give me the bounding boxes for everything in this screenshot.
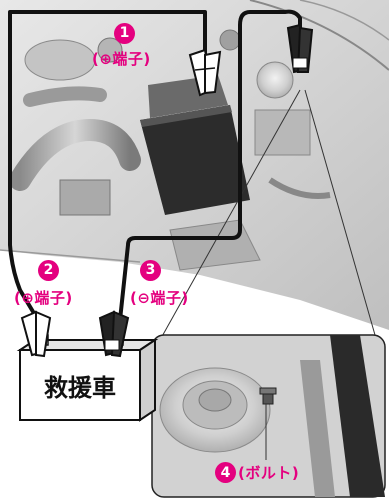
step-3-terminal-text: (⊖端子) xyxy=(130,289,189,307)
step-3-label: 3 xyxy=(140,259,161,281)
battery-label: 救援車 xyxy=(44,374,116,402)
negative-clamp-rescue xyxy=(98,310,130,358)
step-2-number: 2 xyxy=(38,259,59,281)
negative-clamp-vehicle xyxy=(286,23,314,74)
step-1-terminal-text: (⊕端子) xyxy=(92,50,151,68)
bolt-inset-view xyxy=(151,334,386,498)
step-2-terminal-text: (⊕端子) xyxy=(14,289,73,307)
ground-bolt-icon xyxy=(259,387,277,405)
callout-line xyxy=(159,89,301,341)
engine-bay-illustration xyxy=(0,0,389,330)
step-1-label: 1 xyxy=(114,22,135,44)
vehicle-battery xyxy=(140,75,250,215)
step-3-number: 3 xyxy=(140,259,161,281)
positive-clamp-rescue xyxy=(20,310,52,358)
step-1-number: 1 xyxy=(114,22,135,44)
positive-clamp-vehicle xyxy=(188,48,222,97)
callout-line xyxy=(304,89,376,336)
step-4-number: 4 xyxy=(215,462,236,483)
step-4-label: 4 (ボルト) xyxy=(215,462,299,483)
rescue-battery: 救援車 xyxy=(16,334,159,422)
step-2-label: 2 xyxy=(38,259,59,281)
step-4-terminal-text: (ボルト) xyxy=(238,464,300,482)
jumper-cables xyxy=(8,9,302,322)
